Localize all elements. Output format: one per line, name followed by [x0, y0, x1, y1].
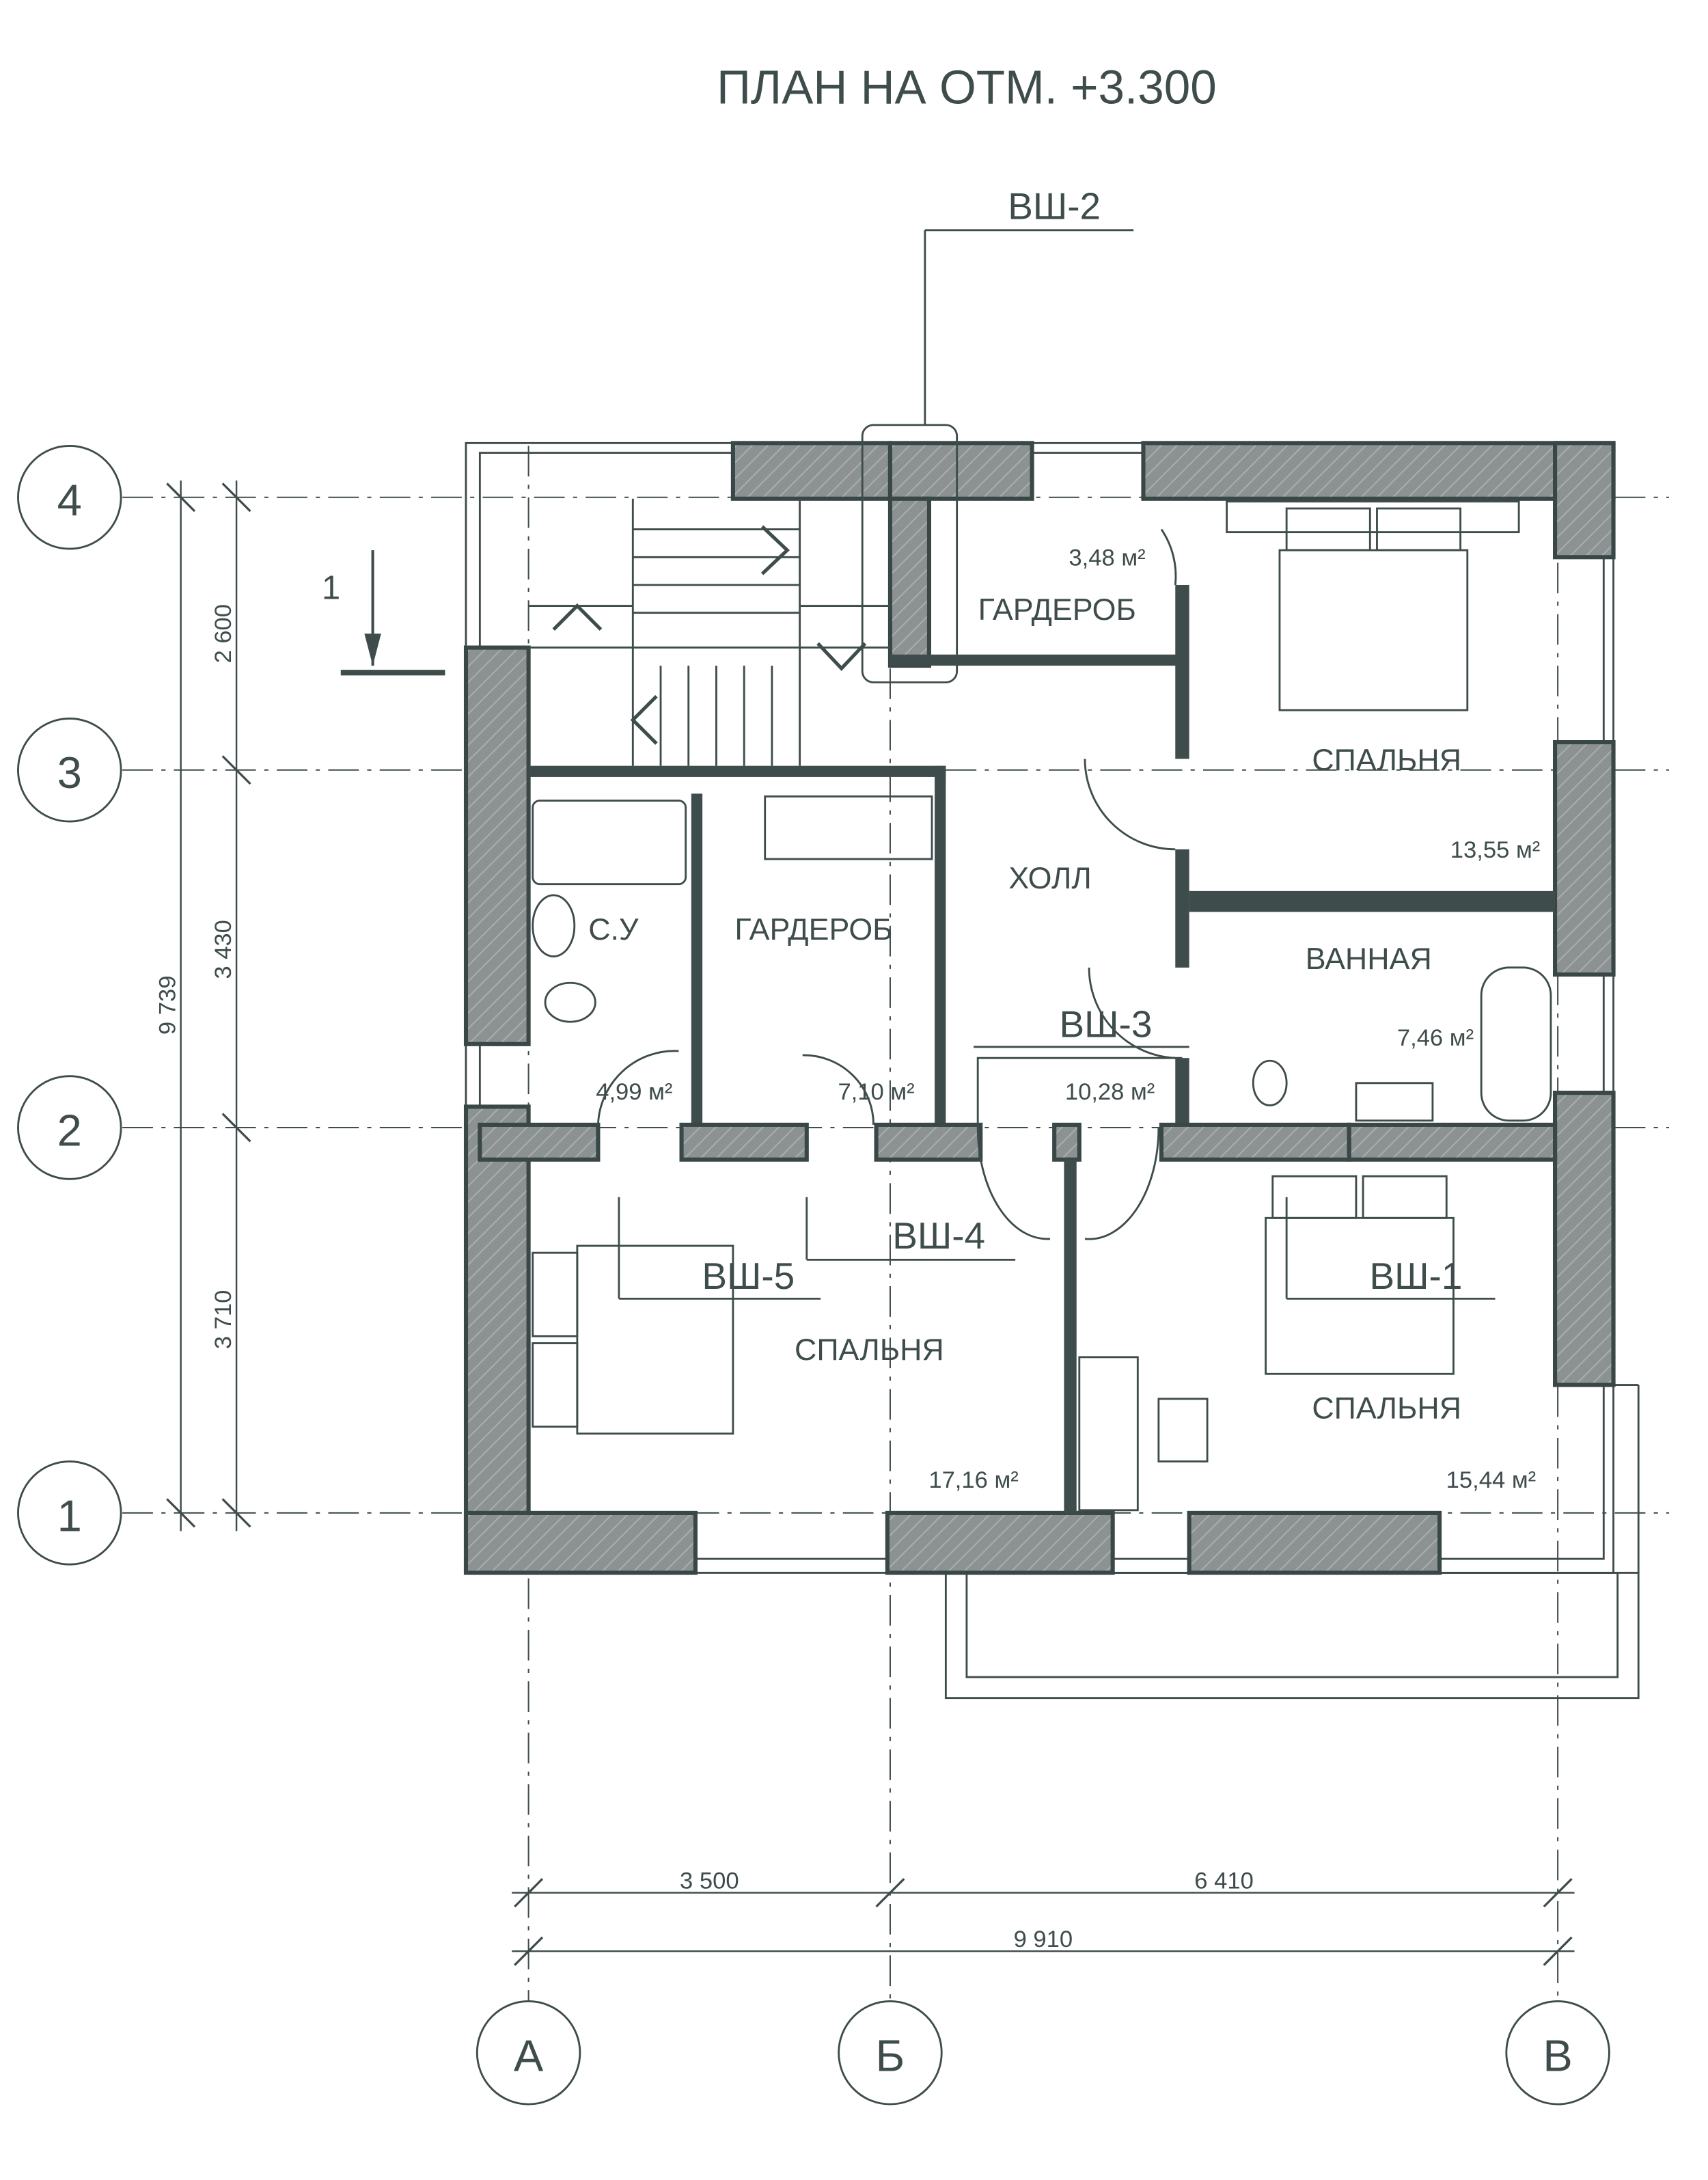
- shaft-vsh-3: ВШ-3: [1060, 1003, 1153, 1046]
- axis-bubble-3: 3: [17, 718, 122, 823]
- room-name-bathroom: ВАННАЯ: [1306, 942, 1432, 976]
- room-area-hall: 10,28 м²: [1065, 1079, 1155, 1105]
- room-area-wc: 4,99 м²: [596, 1079, 672, 1105]
- room-area-wardrobe-1: 3,48 м²: [1069, 545, 1145, 571]
- svg-text:2: 2: [57, 1105, 82, 1155]
- room-name-bedroom-3: СПАЛЬНЯ: [1312, 1391, 1461, 1425]
- shaft-vsh-4: ВШ-4: [892, 1214, 985, 1257]
- balcony-outline: [465, 441, 1640, 1700]
- svg-text:3: 3: [57, 748, 82, 798]
- shaft-vsh-1: ВШ-1: [1370, 1255, 1463, 1297]
- room-name-hall: ХОЛЛ: [1008, 861, 1091, 895]
- room-area-bathroom: 7,46 м²: [1397, 1025, 1474, 1051]
- svg-text:В: В: [1543, 2030, 1572, 2080]
- dim-2600: 2 600: [210, 604, 236, 664]
- axis-bubble-v: В: [1505, 2000, 1610, 2106]
- room-area-bedroom-3: 15,44 м²: [1446, 1467, 1536, 1493]
- svg-text:1: 1: [322, 569, 340, 606]
- staircase: [528, 424, 959, 766]
- axis-bubble-a: А: [476, 2000, 581, 2106]
- axis-bubble-b: Б: [838, 2000, 943, 2106]
- dim-9910: 9 910: [1014, 1926, 1073, 1952]
- room-name-wardrobe-1: ГАРДЕРОБ: [978, 592, 1136, 627]
- dim-9739: 9 739: [155, 976, 181, 1035]
- axis-bubble-4: 4: [17, 444, 122, 550]
- room-name-bedroom-1: СПАЛЬНЯ: [1312, 743, 1461, 777]
- room-area-bedroom-2: 17,16 м²: [928, 1467, 1018, 1493]
- room-area-bedroom-1: 13,55 м²: [1450, 837, 1540, 863]
- exterior-walls: [463, 441, 1616, 1575]
- dim-3500: 3 500: [680, 1868, 739, 1894]
- vertical-dimensions: 2 600 3 430 3 710 9 739: [155, 480, 251, 1531]
- shaft-labels: ВШ-2 ВШ-3 ВШ-4 ВШ-5 ВШ-1: [618, 185, 1496, 1300]
- axis-bubble-2: 2: [17, 1075, 122, 1180]
- dim-6410: 6 410: [1194, 1868, 1254, 1894]
- svg-text:1: 1: [57, 1490, 82, 1540]
- svg-text:4: 4: [57, 475, 82, 525]
- furniture: [532, 500, 1552, 1512]
- interior-walls: [478, 496, 1558, 1513]
- room-area-wardrobe-2: 7,10 м²: [838, 1079, 914, 1105]
- room-labels: ГАРДЕРОБ 3,48 м² СПАЛЬНЯ 13,55 м² ХОЛЛ 1…: [588, 545, 1540, 1493]
- horizontal-dimensions: 3 500 6 410 9 910: [512, 1868, 1575, 1966]
- room-name-bedroom-2: СПАЛЬНЯ: [795, 1333, 944, 1367]
- room-name-wardrobe-2: ГАРДЕРОБ: [734, 912, 892, 946]
- room-name-wc: С.У: [588, 912, 639, 946]
- svg-text:А: А: [514, 2030, 544, 2080]
- axis-bubble-1: 1: [17, 1460, 122, 1566]
- dim-3710: 3 710: [210, 1290, 236, 1350]
- svg-text:Б: Б: [876, 2030, 905, 2080]
- shaft-vsh-5: ВШ-5: [702, 1255, 795, 1297]
- dim-3430: 3 430: [210, 920, 236, 979]
- shaft-vsh-2: ВШ-2: [1008, 185, 1101, 228]
- section-cut-marker: 1: [322, 550, 445, 676]
- plan-title: ПЛАН НА ОТМ. +3.300: [717, 61, 1217, 114]
